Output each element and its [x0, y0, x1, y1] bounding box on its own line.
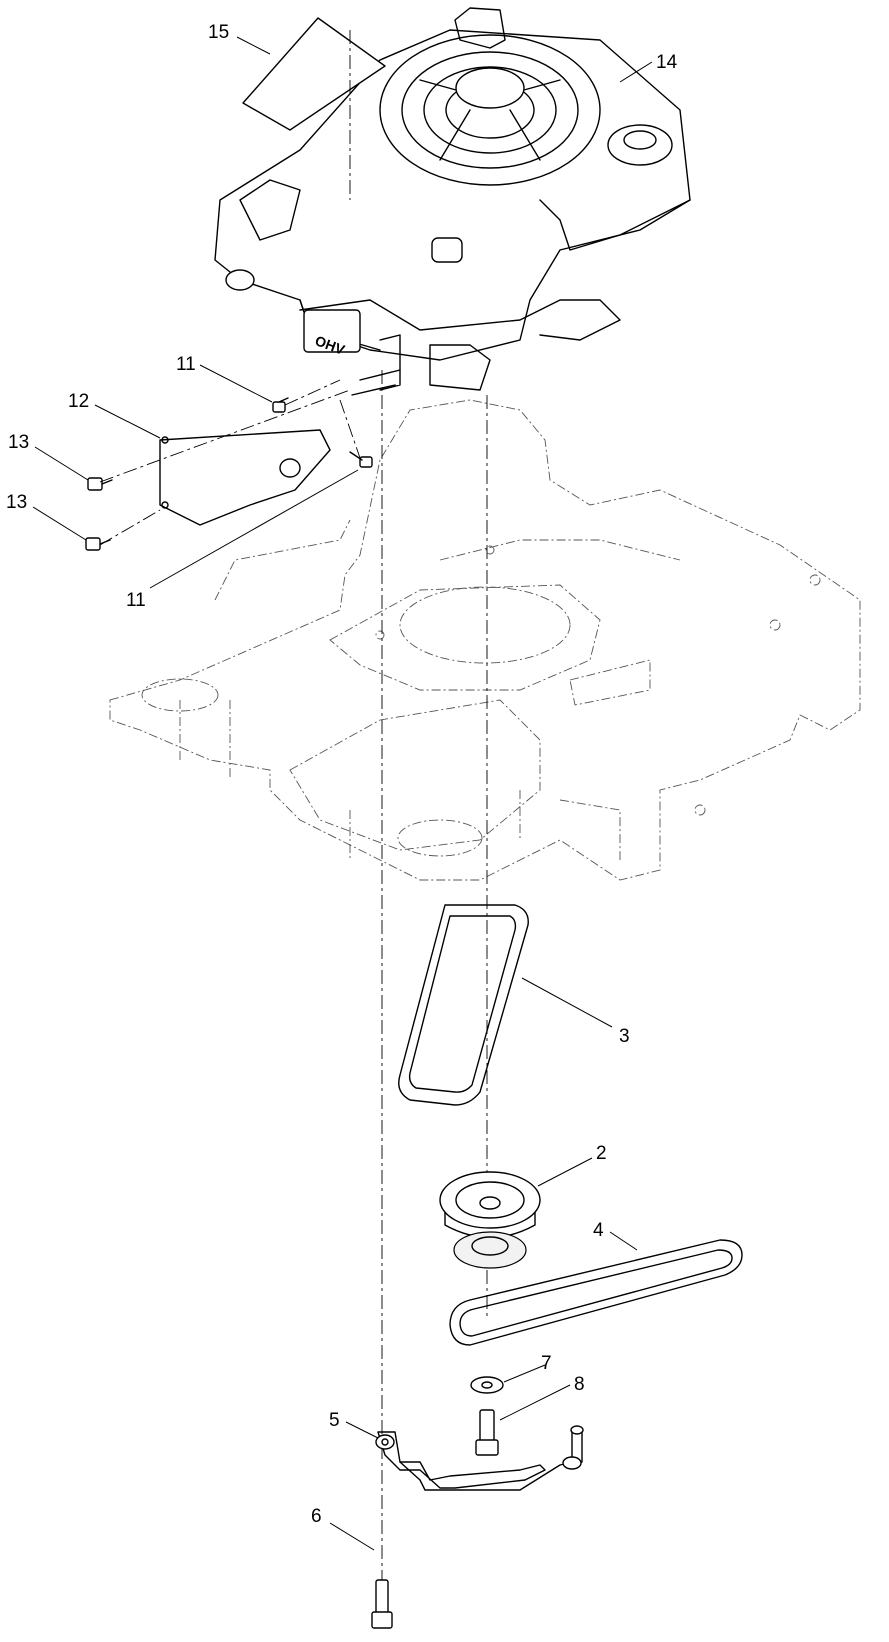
bolt-8: [475, 1409, 499, 1456]
callout-14: 14: [656, 52, 678, 73]
callout-13: 13: [8, 432, 29, 453]
callout-11: 11: [176, 354, 196, 375]
bolt-11-lower: [349, 451, 373, 468]
callout-8: 8: [574, 1374, 585, 1395]
bolt-11-upper: [272, 397, 289, 413]
bolt-6: [371, 1579, 393, 1629]
bolt-13-upper: [87, 477, 113, 491]
callout-7: 7: [541, 1353, 552, 1374]
engine-assembly: OHV: [214, 7, 691, 396]
callout-12: 12: [68, 391, 89, 412]
callout-2: 2: [596, 1143, 607, 1164]
callout-leaders: [32, 36, 653, 1551]
assembly-centerlines: [99, 30, 488, 1620]
callout-4: 4: [593, 1220, 604, 1241]
callout-11: 11: [126, 590, 146, 611]
washer-7: [470, 1376, 504, 1394]
bolts: [85, 397, 373, 551]
decal: [242, 17, 386, 131]
bolt-13-lower: [85, 537, 111, 551]
callout-3: 3: [619, 1026, 630, 1047]
pulley-2: [439, 1171, 541, 1269]
callout-15: 15: [208, 22, 229, 43]
belt-3: [398, 904, 529, 1106]
idler-bracket-5: [375, 1425, 584, 1491]
belt-4: [449, 1239, 743, 1346]
callout-labels: 15 14 11 12 13 13 11 3 2 4 7 8 5 6: [6, 22, 678, 1527]
callout-6: 6: [311, 1506, 322, 1527]
heat-shield-bracket: [159, 429, 331, 526]
callout-5: 5: [329, 1410, 340, 1431]
chassis-frame-phantom: [109, 399, 861, 881]
callout-13: 13: [6, 492, 27, 513]
